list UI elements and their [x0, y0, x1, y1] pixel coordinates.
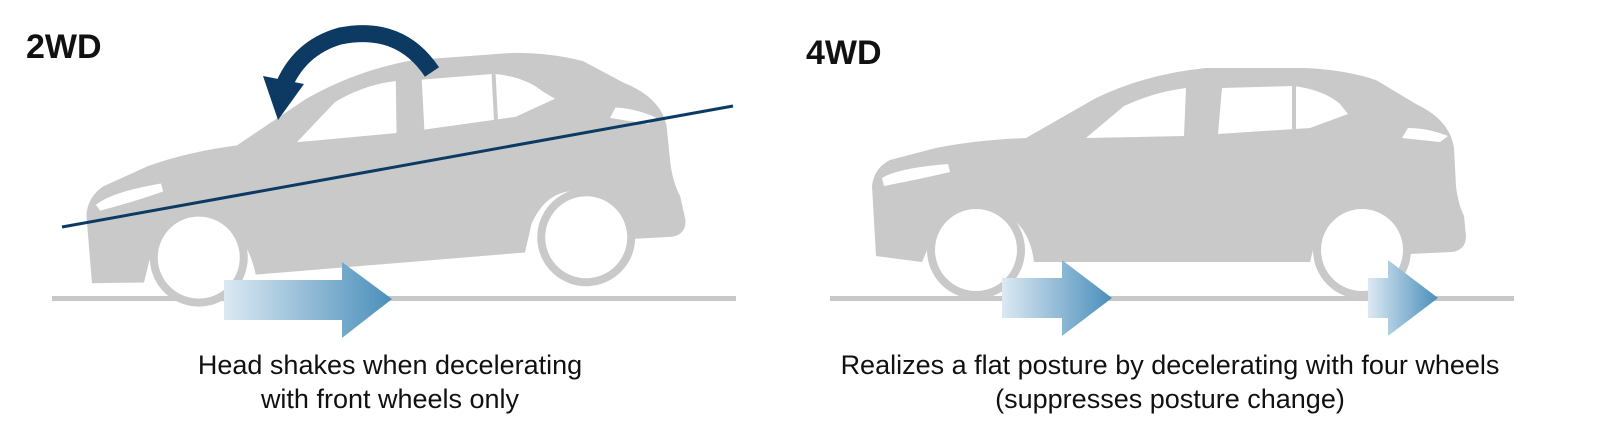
left-tilt-line: [61, 104, 734, 229]
right-caption-line-2: (suppresses posture change): [995, 384, 1345, 414]
left-car-silhouette-icon: [86, 52, 686, 307]
left-panel-drawing: [52, 25, 736, 338]
left-caption-line-2: with front wheels only: [260, 384, 520, 414]
right-rear-force-gradient-arrow-icon: [1368, 260, 1438, 336]
right-car-silhouette-icon: [872, 68, 1466, 299]
left-panel-label: 2WD: [26, 28, 102, 66]
right-caption: Realizes a flat posture by decelerating …: [780, 348, 1560, 416]
left-ground-line: [52, 296, 736, 301]
right-ground-line: [830, 296, 1514, 301]
right-panel-label: 4WD: [806, 34, 882, 72]
left-caption: Head shakes when decelerating with front…: [120, 348, 660, 416]
right-front-force-gradient-arrow-icon: [1002, 260, 1112, 336]
right-caption-line-1: Realizes a flat posture by decelerating …: [840, 350, 1500, 380]
right-panel-drawing: [830, 68, 1514, 336]
left-front-force-gradient-arrow-icon: [224, 262, 392, 338]
pitch-curved-arrow-icon: [263, 25, 440, 120]
left-caption-line-1: Head shakes when decelerating: [197, 350, 583, 380]
